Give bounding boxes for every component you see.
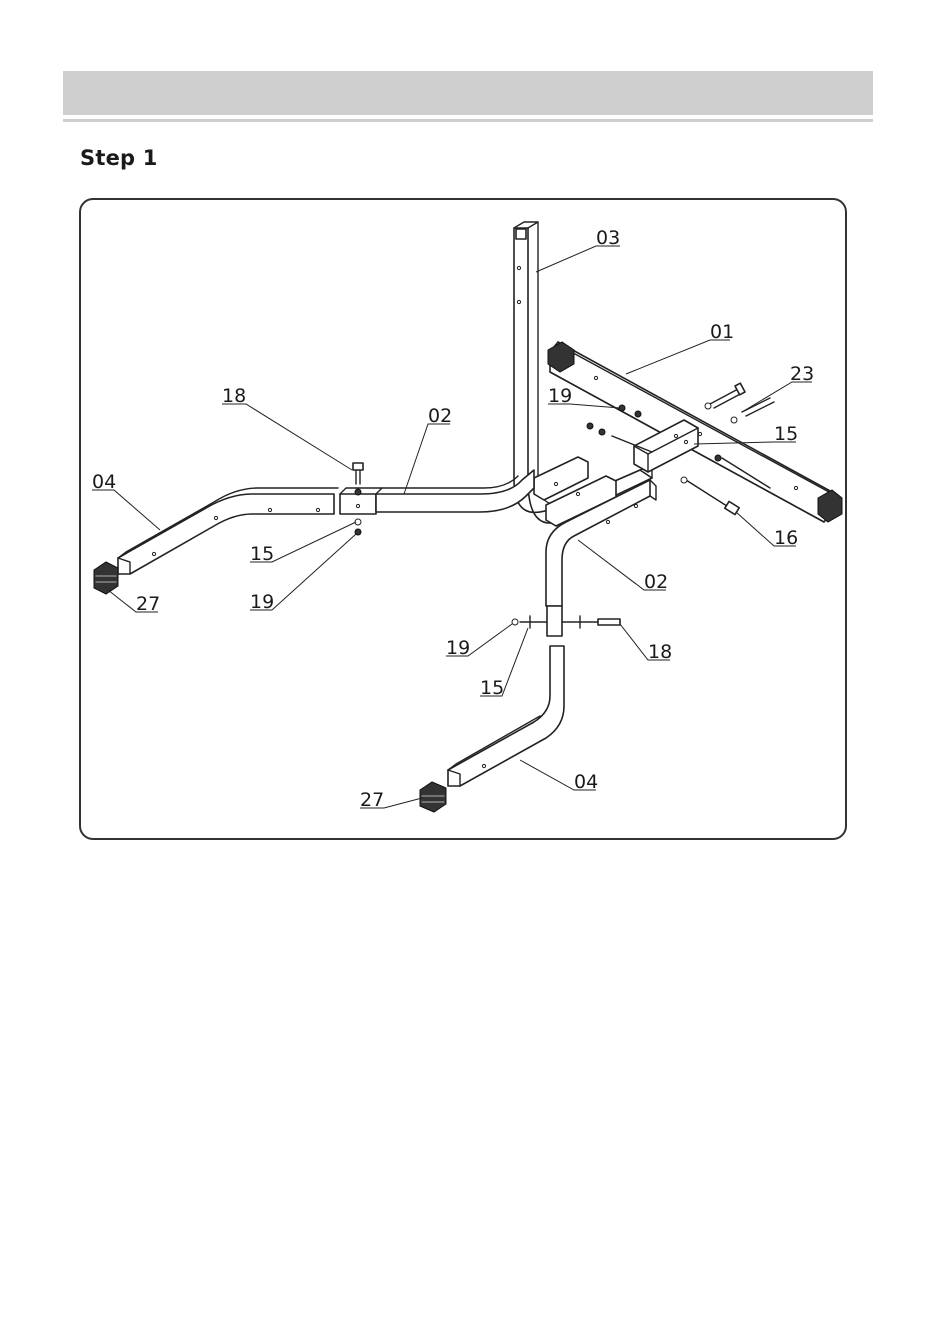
label-04-lower: 04 [574,771,598,793]
label-18-left: 18 [222,385,246,407]
label-03: 03 [596,227,620,249]
label-19-left: 19 [250,591,274,613]
label-27-left: 27 [136,593,160,615]
part-02-left-tube [340,463,534,535]
label-19-top: 19 [548,385,572,407]
label-02-lower: 02 [644,571,668,593]
part-04-lower-leg [420,646,564,812]
label-27-lower: 27 [360,789,384,811]
label-15-mid: 15 [480,677,504,699]
hardware-middle [512,616,620,628]
label-15-left: 15 [250,543,274,565]
label-16: 16 [774,527,798,549]
label-23: 23 [790,363,814,385]
label-02-left: 02 [428,405,452,427]
label-18-mid: 18 [648,641,672,663]
label-04-left: 04 [92,471,116,493]
label-15-right: 15 [774,423,798,445]
label-01: 01 [710,321,734,343]
label-19-mid: 19 [446,637,470,659]
